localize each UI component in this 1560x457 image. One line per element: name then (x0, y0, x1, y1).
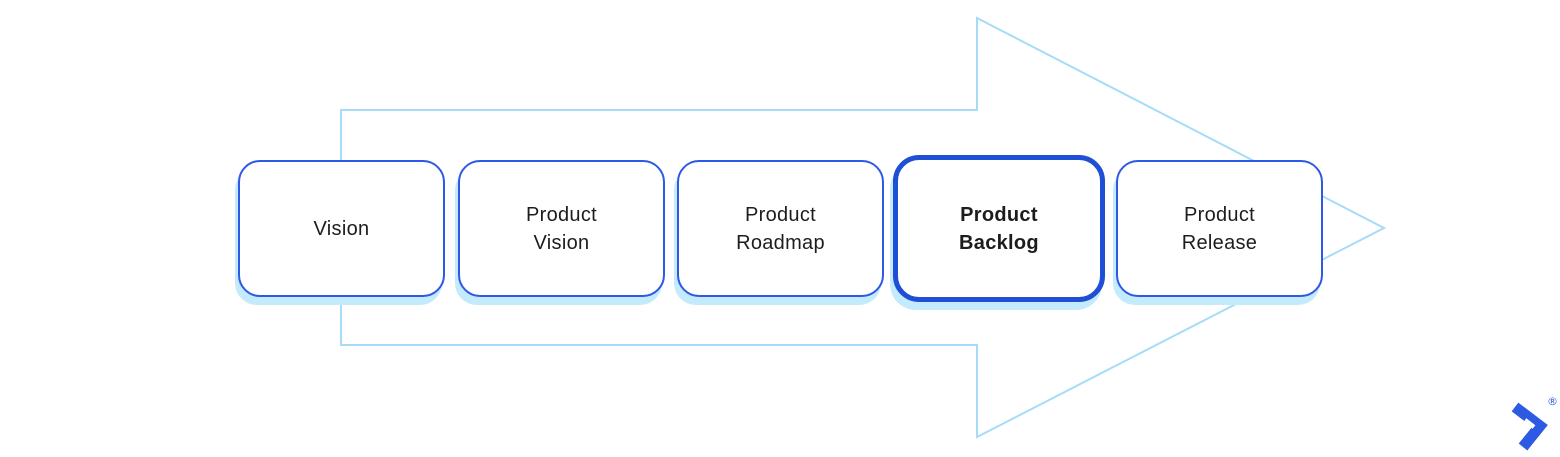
step-box-vision: Vision (238, 160, 445, 297)
step-label: Product Vision (525, 203, 598, 254)
step-box-product-backlog-highlighted: Product Backlog (893, 155, 1105, 302)
step-label: Product Release (1181, 203, 1258, 254)
step-label: Product Roadmap (736, 203, 825, 254)
registered-trademark-symbol: ® (1547, 395, 1558, 408)
step-box-product-release: Product Release (1116, 160, 1323, 297)
toptal-logo: ® (1508, 395, 1560, 454)
step-box-product-vision: Product Vision (458, 160, 665, 297)
flow-arrow-shape (340, 16, 1387, 439)
step-label: Product Backlog (959, 203, 1039, 254)
step-label: Vision (313, 217, 370, 240)
step-box-product-roadmap: Product Roadmap (677, 160, 884, 297)
toptal-logo-icon (1511, 402, 1548, 451)
